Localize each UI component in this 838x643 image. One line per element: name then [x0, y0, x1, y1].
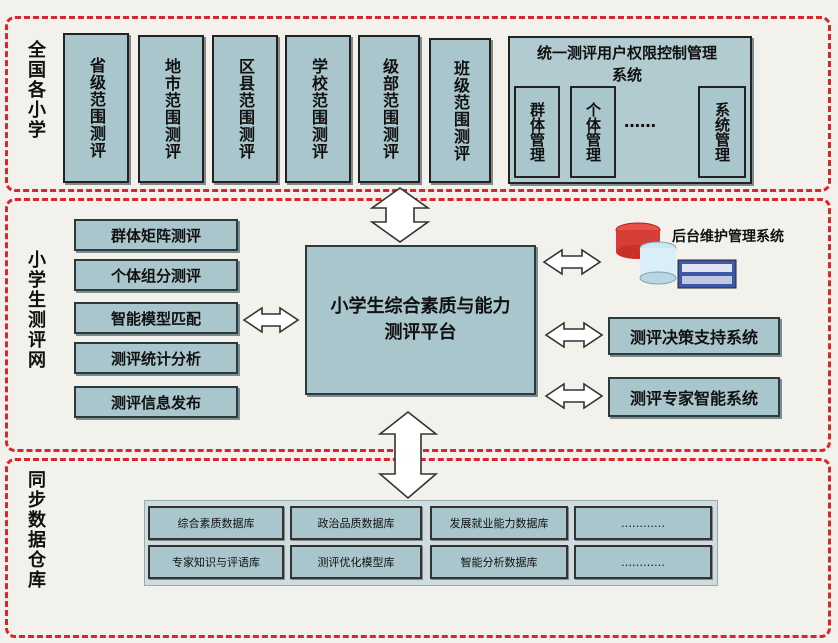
module-statistics: 测评统计分析: [74, 342, 238, 374]
db-expert-knowledge: 专家知识与评语库: [148, 545, 284, 579]
group-management: 群体管理: [514, 86, 560, 178]
db-optimization-model: 测评优化模型库: [290, 545, 422, 579]
module-group-matrix: 群体矩阵测评: [74, 219, 238, 251]
permission-ellipsis: ……: [624, 112, 656, 131]
decision-support-system: 测评决策支持系统: [608, 317, 780, 355]
backend-system-label: 后台维护管理系统: [672, 229, 784, 245]
db-intelligent-analysis: 智能分析数据库: [430, 545, 568, 579]
scope-grade: 级部范围测评: [358, 35, 420, 183]
scope-school: 学校范围测评: [285, 35, 351, 183]
module-publish: 测评信息发布: [74, 386, 238, 418]
zone-label-warehouse: 同步数据仓库: [25, 470, 46, 590]
system-management: 系统管理: [698, 86, 746, 178]
expert-intelligence-system: 测评专家智能系统: [608, 377, 780, 417]
db-career-ability: 发展就业能力数据库: [430, 506, 568, 540]
module-individual-component: 个体组分测评: [74, 259, 238, 291]
central-platform-label: 小学生综合素质与能力测评平台: [330, 296, 511, 343]
central-platform: 小学生综合素质与能力测评平台: [305, 245, 536, 395]
module-model-matching: 智能模型匹配: [74, 302, 238, 334]
scope-district: 区县范围测评: [212, 35, 278, 183]
db-more-row1: …………: [574, 506, 712, 540]
db-political-quality: 政治品质数据库: [290, 506, 422, 540]
scope-class: 班级范围测评: [429, 38, 491, 183]
backend-icon: [614, 218, 738, 290]
db-comprehensive-quality: 综合素质数据库: [148, 506, 284, 540]
db-more-row2: …………: [574, 545, 712, 579]
zone-label-network: 小学生测评网: [25, 250, 46, 370]
individual-management: 个体管理: [570, 86, 616, 178]
scope-city: 地市范围测评: [138, 35, 204, 183]
permission-system-title: 统一测评用户权限控制管理系统: [536, 44, 717, 84]
scope-province: 省级范围测评: [63, 33, 129, 183]
zone-label-schools: 全国各小学: [25, 40, 46, 140]
